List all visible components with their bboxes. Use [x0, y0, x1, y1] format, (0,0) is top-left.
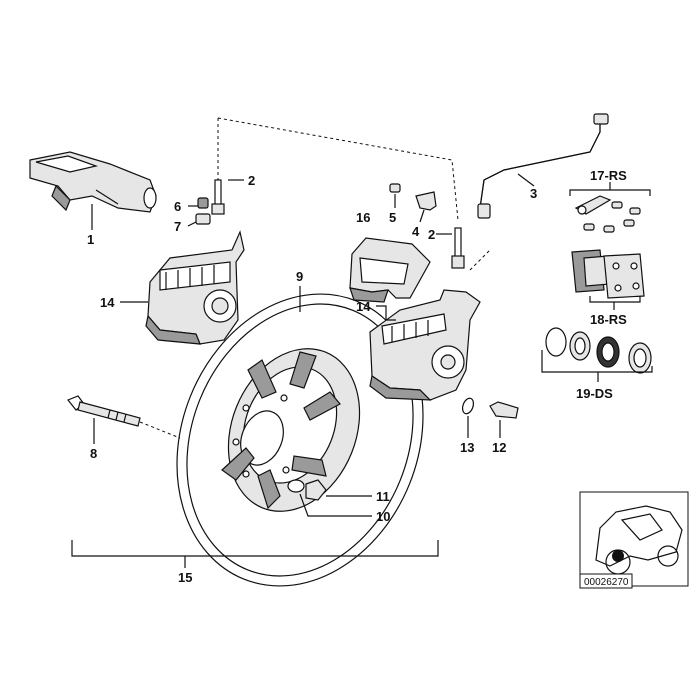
label-part-14-left: 14 [100, 295, 115, 310]
label-part-6: 6 [174, 199, 181, 214]
label-part-17-rs: 17-RS [590, 168, 627, 183]
label-part-13: 13 [460, 440, 474, 455]
repair-kit-17[interactable] [569, 182, 651, 233]
connection-dashes [217, 117, 491, 271]
part-15-bracket [71, 540, 439, 568]
brake-line-bolt-right[interactable] [451, 227, 465, 269]
label-part-11: 11 [376, 489, 390, 504]
label-part-14-right: 14 [356, 299, 371, 314]
brake-pads-18[interactable] [571, 249, 645, 310]
label-part-4: 4 [412, 224, 420, 239]
locator-thumbnail: 00026270 [579, 491, 689, 589]
label-part-7: 7 [174, 219, 181, 234]
label-part-18-rs: 18-RS [590, 312, 627, 327]
label-part-9: 9 [296, 269, 303, 284]
label-part-12: 12 [492, 440, 506, 455]
label-part-10: 10 [376, 509, 390, 524]
label-part-2-left: 2 [248, 173, 255, 188]
caliper-washer[interactable] [461, 397, 476, 415]
label-part-3: 3 [530, 186, 537, 201]
brake-caliper-right[interactable] [369, 289, 481, 401]
long-bolt[interactable] [67, 395, 141, 427]
spring-clip[interactable] [415, 191, 437, 211]
seal-kit-19[interactable] [541, 327, 653, 382]
disc-nut-washer[interactable] [287, 479, 327, 501]
label-part-15: 15 [178, 570, 192, 585]
drawing-number: 00026270 [584, 577, 629, 588]
retaining-pin[interactable] [389, 183, 401, 193]
caliper-bolt[interactable] [489, 401, 519, 419]
brake-hose[interactable] [477, 113, 609, 219]
brake-disc[interactable] [134, 257, 465, 624]
label-part-16: 16 [356, 210, 370, 225]
brake-pad-set[interactable] [349, 237, 431, 303]
master-cylinder[interactable] [29, 151, 157, 213]
label-part-8: 8 [90, 446, 97, 461]
label-part-5: 5 [389, 210, 396, 225]
bleeder-screw[interactable] [195, 197, 211, 225]
label-part-2-right: 2 [428, 227, 435, 242]
brake-caliper-left[interactable] [145, 230, 245, 345]
brake-line-bolt-left[interactable] [211, 179, 225, 215]
label-part-1: 1 [87, 232, 94, 247]
label-part-19-ds: 19-DS [576, 386, 613, 401]
